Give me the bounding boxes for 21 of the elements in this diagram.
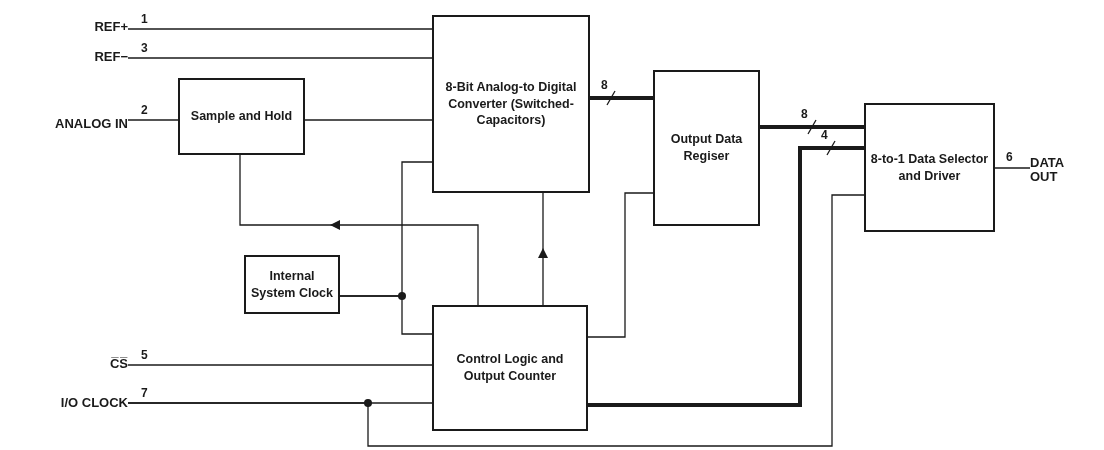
signal-label: ANALOG IN: [55, 117, 128, 132]
pin-number: 7: [140, 387, 149, 399]
block-box: Internal System Clock: [244, 255, 340, 314]
signal-label: I/O CLOCK: [60, 396, 128, 411]
bus-width-label: 8: [800, 108, 809, 120]
block-box: Output Data Regiser: [653, 70, 760, 226]
bus-width-label: 4: [820, 129, 829, 141]
signal-label: REF−: [94, 50, 128, 65]
block-box: 8-to-1 Data Selector and Driver: [864, 103, 995, 232]
pin-number: 2: [140, 104, 149, 116]
block-box: Sample and Hold: [178, 78, 305, 155]
pin-number: 6: [1005, 151, 1014, 163]
block-box: Control Logic and Output Counter: [432, 305, 588, 431]
pin-number: 3: [140, 42, 149, 54]
pin-number: 1: [140, 13, 149, 25]
block-box: 8-Bit Analog-to Digital Converter (Switched-Capacitors): [432, 15, 590, 193]
signal-label: DATA OUT: [1030, 155, 1076, 185]
bus-width-label: 8: [600, 79, 609, 91]
signal-label: REF+: [94, 20, 128, 35]
pin-number: 5: [140, 349, 149, 361]
signal-label: C̅S̅: [109, 357, 128, 372]
